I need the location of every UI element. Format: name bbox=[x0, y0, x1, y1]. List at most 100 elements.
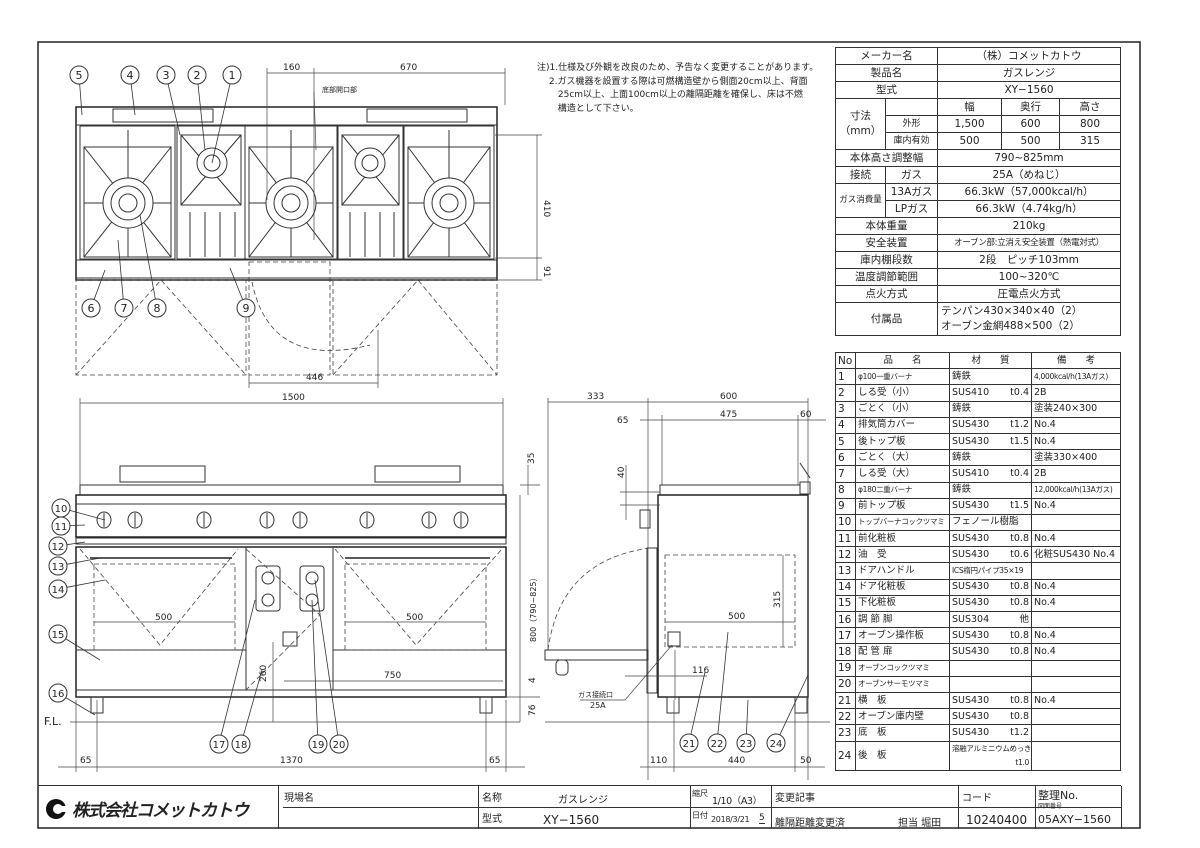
part-material: SUS430 bbox=[952, 726, 990, 738]
balloon-number: 21 bbox=[683, 739, 696, 750]
dim-40: 40 bbox=[617, 466, 627, 478]
dim-475: 475 bbox=[720, 410, 737, 420]
product-name: ガスレンジ bbox=[558, 795, 608, 806]
product-label: 製品名 bbox=[835, 64, 938, 82]
title-block: 株式会社コメットカトウ 現場名 名称 ガスレンジ 型式 XY−1560 縮尺 1… bbox=[38, 785, 1122, 829]
part-no: 18 bbox=[835, 643, 856, 661]
dim-76: 76 bbox=[528, 704, 538, 716]
part-material: SUS430 bbox=[952, 645, 990, 657]
dims-label: 寸法（mm） bbox=[835, 98, 886, 150]
part-remark bbox=[1031, 675, 1121, 693]
site-label: 現場名 bbox=[284, 793, 314, 804]
part-name: ドア化粧板 bbox=[855, 578, 950, 596]
part-remark bbox=[1031, 659, 1121, 677]
inner-label: 庫内有効 bbox=[885, 132, 938, 150]
balloon-13: 13 bbox=[48, 556, 101, 576]
part-remark: No.4 bbox=[1031, 627, 1121, 645]
dim-440: 440 bbox=[728, 756, 745, 766]
dim-header-depth: 奥行 bbox=[1001, 98, 1060, 116]
part-remark bbox=[1031, 708, 1121, 726]
inner-height: 315 bbox=[1058, 132, 1122, 150]
height-adj: 790~825mm bbox=[936, 149, 1122, 167]
balloon-number: 23 bbox=[740, 739, 753, 750]
part-remark: No.4 bbox=[1031, 530, 1121, 548]
note-line: 25cm以上、上面100cm以上の離隔距離を確保し、床は不燃 bbox=[537, 90, 803, 100]
outer-width: 1,500 bbox=[937, 115, 1002, 133]
balloon-number: 18 bbox=[235, 740, 248, 751]
dim-116: 116 bbox=[692, 666, 709, 676]
balloon-number: 3 bbox=[163, 69, 170, 82]
outer-label: 外形 bbox=[885, 115, 938, 133]
balloon-3: 3 bbox=[156, 65, 181, 136]
dim-65-left: 65 bbox=[80, 756, 91, 766]
front-view: 1500 500 500 750 260 35 800（790~825） 4 7… bbox=[44, 393, 540, 772]
part-name: オーブンサーモツマミ bbox=[855, 675, 950, 693]
dim-65: 65 bbox=[617, 416, 628, 426]
balloon-12: 12 bbox=[48, 536, 86, 556]
part-name: オーブンコックツマミ bbox=[855, 659, 950, 677]
balloon-21: 21 bbox=[679, 671, 706, 753]
sheet-frame bbox=[37, 41, 1141, 829]
part-material: 鋳鉄 bbox=[952, 484, 972, 496]
part-thickness: t1.5 bbox=[1010, 500, 1029, 512]
part-material: SUS430 bbox=[952, 548, 990, 560]
revision-mark: 5 bbox=[759, 813, 765, 824]
part-material: SUS430 bbox=[952, 532, 990, 544]
part-no: 19 bbox=[835, 659, 856, 677]
balloon-number: 8 bbox=[154, 302, 161, 315]
balloon-10: 10 bbox=[51, 498, 106, 521]
part-remark: 2B bbox=[1031, 465, 1121, 483]
part-material: SUS430 bbox=[952, 694, 990, 706]
balloon-5: 5 bbox=[69, 65, 89, 116]
part-no: 15 bbox=[835, 594, 856, 613]
balloon-19: 19 bbox=[308, 599, 328, 754]
clp: 66.3kW（4.74kg/h） bbox=[936, 200, 1122, 218]
part-name: トップバーナコックツマミ bbox=[855, 513, 950, 532]
name-label: 名称 bbox=[482, 793, 502, 804]
bottom-opening-label: 底部開口部 bbox=[322, 85, 357, 94]
part-remark: No.4 bbox=[1031, 432, 1121, 451]
part-material: SUS304 bbox=[952, 613, 990, 625]
part-no: 22 bbox=[835, 708, 856, 726]
weight: 210kg bbox=[936, 217, 1122, 235]
balloon-6: 6 bbox=[81, 269, 106, 318]
part-thickness: t1.5 bbox=[1010, 435, 1029, 447]
dim-110: 110 bbox=[650, 756, 667, 766]
balloon-number: 6 bbox=[88, 302, 95, 315]
part-name: ごとく（小） bbox=[855, 400, 950, 418]
logo-text: 株式会社コメットカトウ bbox=[72, 801, 249, 821]
part-no: 3 bbox=[835, 400, 856, 418]
part-name: 前トップ板 bbox=[855, 497, 950, 515]
part-name: ごとく（大） bbox=[855, 449, 950, 467]
part-no: 24 bbox=[835, 740, 856, 771]
maker: （株）コメットカトウ bbox=[936, 47, 1122, 65]
model-label: 型式 bbox=[482, 814, 502, 825]
part-no: 9 bbox=[835, 497, 856, 515]
balloon-number: 20 bbox=[333, 740, 346, 751]
part-remark: 塗装330×400 bbox=[1031, 449, 1121, 467]
part-name: 調 節 脚 bbox=[855, 610, 950, 629]
safety: オーブン部:立消え安全装置（熱電対式） bbox=[936, 234, 1122, 252]
balloon-9: 9 bbox=[229, 267, 256, 318]
balloon-number: 14 bbox=[52, 585, 65, 596]
height-adj-label: 本体高さ調整幅 bbox=[835, 149, 938, 167]
weight-label: 本体重量 bbox=[835, 217, 938, 235]
part-remark bbox=[1031, 610, 1121, 629]
part-thickness: t0.8 bbox=[1010, 581, 1029, 593]
part-material: SUS430 bbox=[952, 597, 990, 609]
flue-cover-left bbox=[112, 108, 214, 123]
safety-label: 安全装置 bbox=[835, 234, 938, 252]
shelves: 2段 ピッチ103mm bbox=[936, 251, 1122, 269]
model: XY−1560 bbox=[543, 813, 600, 827]
part-material: SUS430 bbox=[952, 435, 990, 447]
code-label: コード bbox=[962, 793, 992, 804]
